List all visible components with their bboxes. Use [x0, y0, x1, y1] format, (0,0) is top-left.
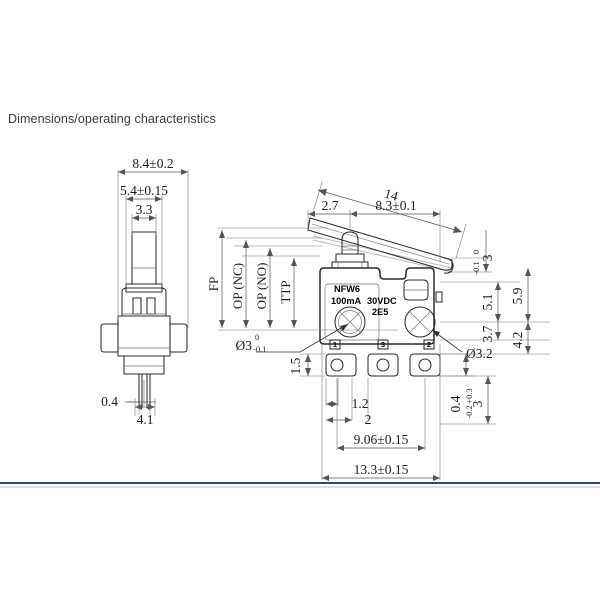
terminal-number-2: 2 — [427, 340, 431, 349]
dim-terminal-length-tol-lower: -0.2 — [464, 405, 474, 418]
dim-width-2: 2 — [365, 412, 372, 427]
dim-hole-left-tol-upper: 0 — [255, 332, 259, 342]
dim-lever-tip-tol-lower: -0.1 — [471, 261, 481, 274]
left-view-dimensions: 8.4±0.2 5.4±0.15 3.3 0.4 4.1 — [101, 156, 189, 427]
dim-left-body-width: 5.4±0.15 — [120, 183, 168, 198]
top-dimensions: 14 2.7 8.3±0.1 0 -0.1 3 — [307, 181, 495, 275]
dim-hole-left-diameter: Ø3 — [236, 338, 253, 353]
terminal-blades — [325, 353, 441, 377]
hole-left-callout: Ø3 0 -0.1 — [236, 323, 349, 354]
body-current-label: 100mA — [331, 296, 361, 306]
dim-height-1-5: 1.5 — [288, 357, 303, 374]
dim-width-1-2: 1.2 — [352, 396, 369, 411]
dim-terminal-length-tol-upper: +0.3 — [464, 388, 474, 403]
bottom-dimensions: 1.5 1.2 2 0.4 +0.3 -0.2 3 — [288, 344, 496, 481]
page-title: Dimensions/operating characteristics — [8, 112, 216, 126]
dim-lever-tip-tol-upper: 0 — [471, 250, 481, 254]
travel-label-op-nc: OP (NC) — [230, 263, 245, 309]
dim-height-5-9: 5.9 — [510, 287, 525, 304]
dim-terminal-length-nominal: 3 — [470, 400, 485, 407]
body-model-label: NFW6 — [334, 284, 360, 294]
dim-lever-length: 14 — [383, 186, 400, 204]
dim-terminal-pitch: 9.06±0.15 — [354, 432, 409, 447]
terminal-number-1: 1 — [333, 340, 337, 349]
dim-hole-right-diameter: Ø3.2 — [466, 346, 493, 361]
travel-label-ttp: TTP — [278, 280, 293, 303]
body-voltage-label: 30VDC — [367, 296, 397, 306]
dim-left-plunger-width: 3.3 — [136, 202, 153, 217]
dim-lever-offset: 2.7 — [322, 198, 339, 213]
travel-label-fp: FP — [206, 277, 221, 291]
right-dimensions: 5.1 3.7 5.9 4.2 Ø3.2 — [431, 268, 550, 361]
main-view-geometry: 1 3 2 NFW6 100mA 30VDC 2E5 — [307, 217, 454, 377]
terminal-markers: 1 3 2 — [329, 339, 435, 350]
dim-hole-left-tol-lower: -0.1 — [253, 344, 266, 354]
dim-left-terminal-span: 4.1 — [137, 412, 154, 427]
body-code-label: 2E5 — [372, 307, 388, 317]
terminal-number-3: 3 — [381, 340, 385, 349]
dim-left-terminal-thickness: 0.4 — [101, 394, 118, 409]
dim-overall-width: 13.3±0.15 — [354, 462, 409, 477]
dim-height-4-2: 4.2 — [510, 332, 525, 349]
travel-label-op-no: OP (NO) — [254, 263, 269, 310]
dim-plunger-position: 8.3±0.1 — [375, 198, 416, 213]
left-view-geometry — [100, 231, 188, 409]
dim-height-3-7: 3.7 — [480, 325, 495, 342]
dim-height-5-1: 5.1 — [480, 294, 495, 311]
dim-left-total-width: 8.4±0.2 — [132, 156, 173, 171]
travel-dimension-stack: FP OP (NC) OP (NO) TTP — [206, 227, 398, 331]
dim-lever-tip-nominal: 3 — [480, 254, 495, 261]
dim-terminal-thickness: 0.4 — [448, 395, 463, 412]
